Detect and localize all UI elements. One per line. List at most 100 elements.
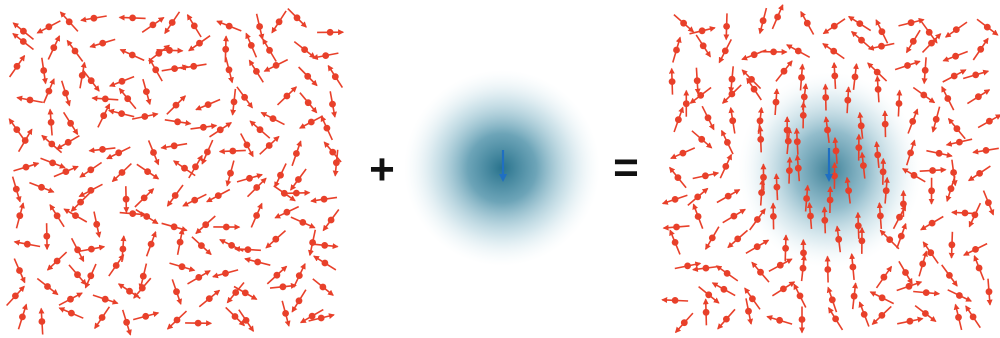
spin-arrow [169,262,196,272]
spin-arrow [926,149,953,158]
spin-arrow [191,236,212,256]
spin-arrow [259,135,280,155]
spin-arrow [721,84,742,104]
spin-arrow [265,230,287,249]
spin-arrow [849,253,857,280]
spin-arrow [766,315,793,325]
spin-arrow [218,147,246,155]
spin-arrow [209,122,233,138]
spin-arrow [682,89,690,117]
spin-arrow [166,310,188,330]
spin-arrow [40,57,48,85]
spin-arrow [828,307,844,331]
spin-arrow [876,202,884,229]
spin-arrow [882,176,890,204]
polarized-spin-arrows [661,4,1000,334]
spin-arrow [29,181,55,193]
spin-arrow [942,50,968,62]
spin-arrow [869,291,895,305]
spin-arrow [953,303,963,331]
spin-arrow [922,241,939,264]
spin-arrow [695,34,711,58]
spin-arrow [58,292,83,306]
spin-arrow [188,35,211,52]
spin-arrow [670,147,696,160]
spin-arrow [136,163,160,180]
spin-arrow [806,202,814,229]
spin-arrow [187,270,211,285]
spin-arrow [711,282,736,297]
spin-arrow [875,19,889,44]
spin-arrow [895,89,903,117]
spin-arrow [329,91,337,118]
spin-arrow [317,28,345,36]
spin-arrow [230,88,238,116]
spin-arrow [771,4,784,30]
spin-arrow [248,59,264,83]
spin-arrow [161,222,188,232]
spin-arrow [945,176,956,203]
spin-arrow [119,210,147,218]
spin-arrow [12,32,34,51]
spin-arrow [879,157,887,185]
spin-arrow [38,307,46,335]
spin-arrow [12,22,35,41]
spin-arrow [17,303,28,330]
spin-arrow [70,237,85,263]
spin-arrow [118,87,137,110]
spin-arrow [245,32,258,58]
spin-arrow [145,230,157,257]
spin-arrow [901,168,926,183]
spin-arrow [851,63,859,90]
spin-arrow [718,39,733,64]
spin-arrow [689,26,716,35]
spin-arrow [784,127,793,155]
spin-arrow [62,111,79,136]
spin-arrow [715,265,739,282]
spin-arrow [727,229,749,249]
spin-arrow [312,278,334,296]
spin-arrow [850,30,872,50]
spin-arrow [950,159,958,187]
spin-arrow [8,118,26,141]
spin-arrow [847,15,872,32]
spin-arrow [299,92,318,114]
spin-arrow [896,222,907,249]
spin-arrow [118,14,146,22]
spin-arrow [164,118,192,126]
spin-arrow [63,208,88,223]
spin-arrow [905,139,916,166]
spin-arrow [947,117,966,140]
spin-arrow [311,242,339,250]
spin-arrow [8,54,26,78]
spin-arrow [674,261,702,270]
disordered-spin-lattice [6,8,345,336]
spin-arrow [871,305,892,325]
spin-arrow [673,14,695,33]
spin-arrow [786,44,811,59]
spin-arrow [212,269,239,279]
spin-arrow [59,11,79,32]
spin-arrow [47,108,55,136]
spin-arrow [947,289,973,302]
spin-arrow [46,251,68,271]
spin-arrow [782,234,789,262]
spin-arrow [68,264,87,286]
spin-arrow [236,86,253,109]
spin-arrow [182,193,207,207]
spin-arrow [201,139,214,165]
spin-arrow [674,312,694,334]
spin-arrow [311,52,339,61]
spin-arrow [132,311,160,321]
spin-arrow [322,209,340,232]
spin-arrow [291,140,302,167]
spin-arrow [249,120,271,139]
spin-arrow [58,307,84,319]
spin-arrow [164,11,181,35]
spin-arrow [80,14,107,23]
spin-arrow [108,108,135,118]
spin-arrow [907,108,919,134]
spin-arrow [722,208,746,224]
spin-arrow [6,285,25,307]
